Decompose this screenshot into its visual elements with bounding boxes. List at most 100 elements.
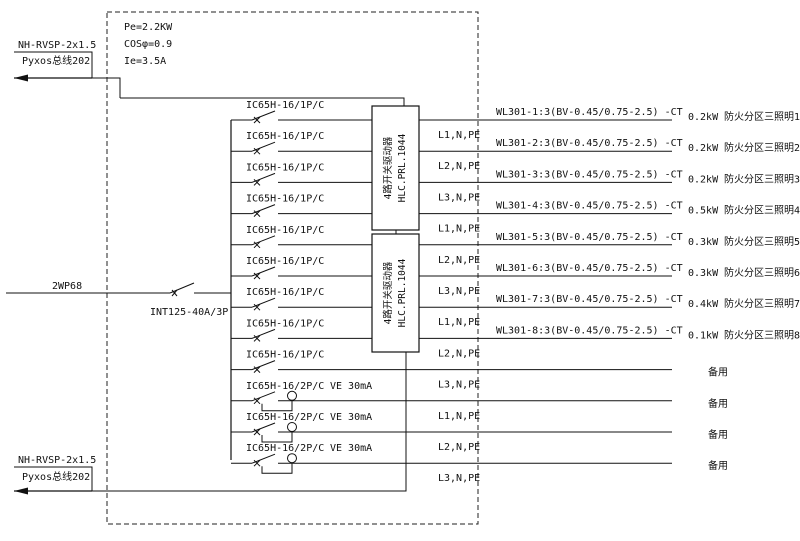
load-label: 防火分区三照明3 bbox=[724, 172, 800, 185]
main-breaker-switch bbox=[169, 282, 195, 294]
breaker-x-mark bbox=[253, 272, 261, 280]
breaker-label: IC65H-16/1P/C bbox=[246, 318, 324, 329]
rcd-trip-link bbox=[261, 431, 293, 443]
circuit-5: IC65H-16/1P/C L2,N,PE WL301-5:3(BV-0.45/0.… bbox=[231, 225, 800, 266]
breaker-label: IC65H-16/1P/C bbox=[246, 194, 324, 205]
breaker-switch bbox=[251, 391, 276, 402]
circuit-7: IC65H-16/1P/C L1,N,PE WL301-7:3(BV-0.45/0.… bbox=[231, 287, 800, 328]
breaker-x-mark bbox=[253, 303, 261, 311]
phase-label: L3,N,PE bbox=[438, 286, 480, 297]
breaker-switch bbox=[251, 235, 276, 246]
circuit-4: IC65H-16/1P/CL1,N,PEWL301-4:3(BV-0.45/0.… bbox=[231, 194, 800, 235]
top-bus-connection: NH-RVSP-2x1.5 Pyxos总线202 bbox=[14, 40, 405, 106]
breaker-label: IC65H-16/2P/C bbox=[246, 412, 324, 423]
cable-label: WL301-7:3(BV-0.45/0.75-2.5) -CT bbox=[496, 294, 683, 305]
power-label: 0.5kW bbox=[688, 206, 719, 217]
rcd-trip-link bbox=[261, 462, 293, 474]
breaker-label: IC65H-16/1P/C bbox=[246, 131, 324, 142]
incoming-cable-label: 2WP68 bbox=[52, 281, 82, 292]
phase-label: L1,N,PE bbox=[438, 317, 480, 328]
breaker-switch bbox=[251, 172, 276, 183]
power-label: 0.2kW bbox=[688, 143, 719, 154]
power-label: 0.2kW bbox=[688, 174, 719, 185]
rcd-label: VE 30mA bbox=[330, 381, 372, 392]
phase-label: L3,N,PE bbox=[438, 192, 480, 203]
load-label: 防火分区三照明2 bbox=[724, 141, 800, 154]
breaker-label: IC65H-16/1P/C bbox=[246, 350, 324, 361]
top-bus-label: Pyxos总线202 bbox=[22, 54, 90, 67]
phase-label: L2,N,PE bbox=[438, 442, 480, 453]
arrow-left-icon bbox=[14, 74, 28, 82]
load-label: 备用 bbox=[708, 459, 728, 472]
spec-power-factor: COSφ=0.9 bbox=[124, 39, 172, 50]
breaker-x-mark bbox=[253, 147, 261, 155]
driver-module-2: 4路开关驱动器 HLC.PRL.1044 bbox=[371, 233, 420, 353]
cable-label: WL301-1:3(BV-0.45/0.75-2.5) -CT bbox=[496, 107, 683, 118]
load-label: 备用 bbox=[708, 397, 728, 410]
top-cable-label: NH-RVSP-2x1.5 bbox=[18, 40, 96, 51]
breaker-x-mark bbox=[253, 428, 261, 436]
circuit-11: IC65H-16/2P/C VE 30mA L2,N,PE 备用 bbox=[231, 412, 728, 453]
driver-module-1: 4路开关驱动器 HLC.PRL.1044 bbox=[371, 105, 420, 231]
circuit-6: IC65H-16/1P/C L3,N,PE WL301-6:3(BV-0.45/0.… bbox=[231, 256, 800, 297]
breaker-switch bbox=[251, 204, 276, 215]
phase-label: L2,N,PE bbox=[438, 161, 480, 172]
branch-circuits: IC65H-16/1P/C L1,N,PE WL301-1:3(BV-0.45/0.… bbox=[231, 100, 800, 484]
cable-label: WL301-5:3(BV-0.45/0.75-2.5) -CT bbox=[496, 232, 683, 243]
rcd-icon bbox=[287, 422, 297, 432]
breaker-switch bbox=[251, 297, 276, 308]
breaker-x-mark bbox=[253, 335, 261, 342]
cable-label: WL301-3:3(BV-0.45/0.75-2.5) -CT bbox=[496, 169, 683, 180]
circuit-2: IC65H-16/1P/C L2,N,PE WL301-2:3(BV-0.45/0.… bbox=[231, 131, 800, 172]
breaker-switch bbox=[251, 453, 276, 464]
panel-enclosure bbox=[106, 11, 479, 525]
breaker-switch bbox=[251, 360, 276, 371]
panel-specs: Pe=2.2KW COSφ=0.9 Ie=3.5A bbox=[124, 22, 173, 67]
phase-label: L2,N,PE bbox=[438, 255, 480, 266]
circuit-3: IC65H-16/1P/C L3,N,PE WL301-3:3(BV-0.45/0.… bbox=[231, 162, 800, 203]
cable-label: WL301-6:3(BV-0.45/0.75-2.5) -CT bbox=[496, 263, 683, 274]
spec-power: Pe=2.2KW bbox=[124, 22, 173, 33]
load-label: 防火分区三照明7 bbox=[724, 297, 800, 310]
power-label: 0.3kW bbox=[688, 268, 719, 279]
breaker-x-mark bbox=[253, 210, 261, 217]
cable-label: WL301-8:3(BV-0.45/0.75-2.5) -CT bbox=[496, 325, 683, 336]
breaker-switch bbox=[251, 422, 276, 433]
breaker-label: IC65H-16/1P/C bbox=[246, 162, 324, 173]
rcd-label: VE 30mA bbox=[330, 412, 372, 423]
driver-2-name: 4路开关驱动器 bbox=[382, 261, 394, 324]
breaker-switch bbox=[251, 266, 276, 277]
breaker-x-mark bbox=[253, 459, 261, 467]
load-label: 防火分区三照明4 bbox=[724, 204, 800, 217]
load-label: 备用 bbox=[708, 428, 728, 441]
circuit-10: IC65H-16/2P/C VE 30mA L1,N,PE 备用 bbox=[231, 381, 728, 422]
phase-label: L3,N,PE bbox=[438, 380, 480, 391]
cable-label: WL301-2:3(BV-0.45/0.75-2.5) -CT bbox=[496, 138, 683, 149]
rcd-trip-link bbox=[261, 400, 293, 412]
circuit-8: IC65H-16/1P/CL2,N,PEWL301-8:3(BV-0.45/0.… bbox=[231, 318, 800, 359]
breaker-x-mark bbox=[253, 366, 261, 373]
rcd-icon bbox=[287, 390, 297, 401]
breaker-x-mark bbox=[253, 397, 261, 405]
circuit-1: IC65H-16/1P/CL1,N,PEWL301-1:3(BV-0.45/0.… bbox=[231, 100, 800, 141]
breaker-switch bbox=[251, 110, 276, 121]
bottom-cable-label: NH-RVSP-2x1.5 bbox=[18, 455, 96, 466]
breaker-switch bbox=[251, 328, 276, 339]
breaker-x-mark bbox=[253, 116, 261, 124]
breaker-label: IC65H-16/1P/C bbox=[246, 100, 324, 111]
spec-current: Ie=3.5A bbox=[124, 56, 166, 67]
load-label: 防火分区三照明1 bbox=[724, 110, 800, 123]
breaker-label: IC65H-16/1P/C bbox=[246, 256, 324, 267]
load-label: 防火分区三照明8 bbox=[724, 328, 800, 341]
load-label: 防火分区三照明5 bbox=[724, 235, 800, 248]
driver-1-name: 4路开关驱动器 bbox=[382, 136, 394, 199]
bottom-bus-label: Pyxos总线202 bbox=[22, 470, 90, 483]
breaker-label: IC65H-16/1P/C bbox=[246, 225, 324, 236]
power-label: 0.4kW bbox=[688, 299, 719, 310]
phase-label: L1,N,PE bbox=[438, 411, 480, 422]
phase-label: L3,N,PE bbox=[438, 473, 480, 484]
main-breaker-label: INT125-40A/3P bbox=[150, 307, 228, 318]
